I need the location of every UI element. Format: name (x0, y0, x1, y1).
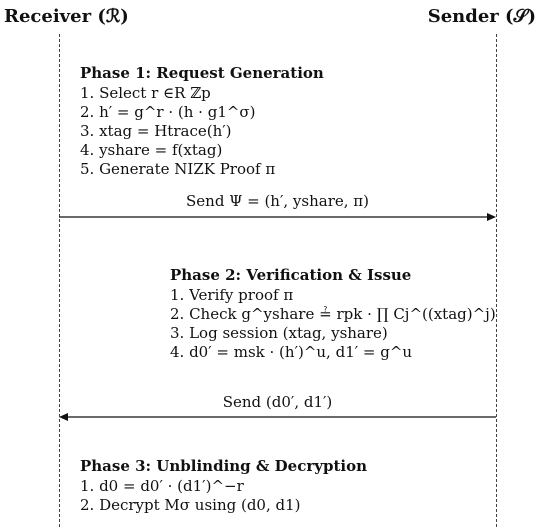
phase2-step-2: 2. Check g^yshare ≟ rpk · ∏ Cj^((xtag)^j… (170, 305, 496, 323)
message2-label: Send (d0′, d1′) (222, 393, 333, 411)
phase1-step-2: 2. h′ = g^r · (h · g1^σ) (80, 103, 256, 121)
phase3-title: Phase 3: Unblinding & Decryption (80, 457, 367, 475)
phase2-block: Phase 2: Verification & Issue 1. Verify … (170, 266, 496, 362)
sender-lifeline (496, 34, 497, 527)
receiver-title: Receiver (ℛ) (4, 6, 129, 27)
phase3-block: Phase 3: Unblinding & Decryption 1. d0 =… (80, 457, 367, 515)
phase3-step-1: 1. d0 = d0′ · (d1′)^−r (80, 477, 244, 495)
phase3-step-2: 2. Decrypt Mσ using (d0, d1) (80, 496, 301, 514)
phase1-title: Phase 1: Request Generation (80, 64, 324, 82)
phase1-step-5: 5. Generate NIZK Proof π (80, 160, 276, 178)
phase2-step-1: 1. Verify proof π (170, 286, 294, 304)
receiver-lifeline (59, 34, 60, 527)
message1-label: Send Ψ = (h′, yshare, π) (186, 192, 369, 210)
sender-title: Sender (𝒮) (427, 6, 536, 27)
phase1-step-4: 4. yshare = f(xtag) (80, 141, 223, 159)
phase1-step-1: 1. Select r ∈R ℤp (80, 84, 211, 102)
phase1-block: Phase 1: Request Generation 1. Select r … (80, 64, 324, 179)
message1-arrow (59, 211, 496, 223)
phase1-step-3: 3. xtag = Htrace(h′) (80, 122, 232, 140)
message2-arrow (59, 411, 496, 423)
phase2-title: Phase 2: Verification & Issue (170, 266, 412, 284)
phase2-step-3: 3. Log session (xtag, yshare) (170, 324, 388, 342)
phase2-step-4: 4. d0′ = msk · (h′)^u, d1′ = g^u (170, 343, 413, 361)
